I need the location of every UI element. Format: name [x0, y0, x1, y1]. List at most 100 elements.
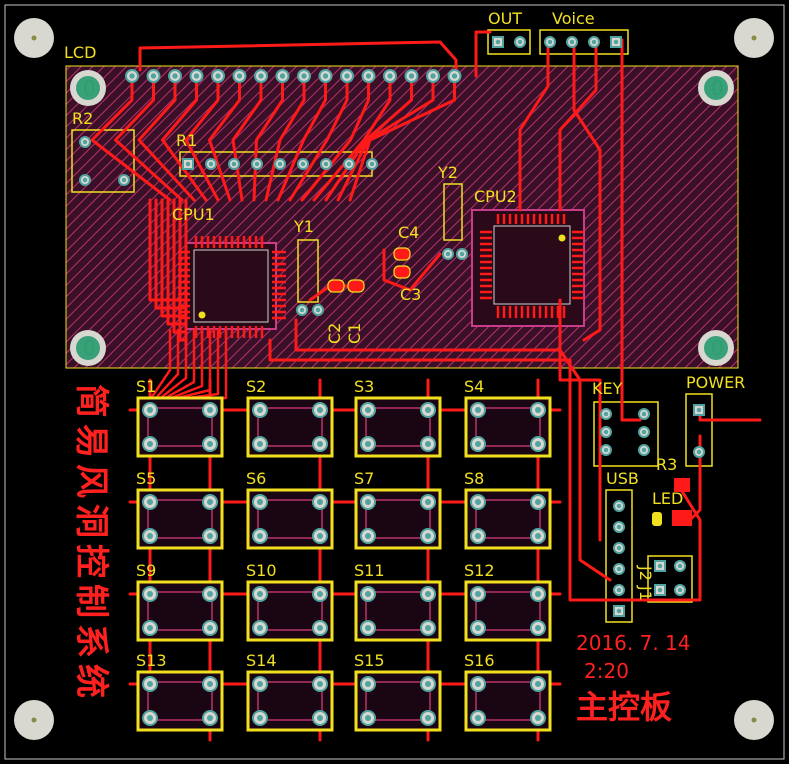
title-vertical: 简易风洞控制系统	[71, 384, 111, 704]
switch-drill	[257, 441, 263, 447]
lcd-mount-ring	[76, 76, 100, 100]
switch-s8: S8	[464, 469, 552, 550]
lcd-mount-ring	[76, 336, 100, 360]
switch-drill	[365, 625, 371, 631]
label-c3: C3	[400, 285, 421, 304]
capacitor-2	[347, 279, 365, 293]
trace	[138, 40, 458, 78]
pad-drill	[236, 73, 243, 79]
annotation-board-name: 主控板	[576, 688, 672, 726]
switch-s5: S5	[136, 469, 224, 550]
switch-drill	[425, 591, 431, 597]
pad-drill	[82, 139, 88, 145]
pad-drill	[613, 39, 619, 45]
pad-drill	[369, 161, 375, 167]
pad-drill	[322, 73, 329, 79]
switch-drill	[317, 591, 323, 597]
switch-drill	[147, 407, 153, 413]
pad-layer	[79, 36, 705, 617]
pad-drill	[408, 73, 415, 79]
switch-label: S12	[464, 561, 495, 580]
switch-s11: S11	[354, 561, 442, 642]
r3-pad	[674, 478, 690, 492]
label-r3: R3	[656, 455, 677, 474]
switch-drill	[365, 591, 371, 597]
label-key: KEY	[592, 379, 623, 398]
switch-drill	[317, 407, 323, 413]
pad-drill	[254, 161, 260, 167]
switch-body	[475, 407, 541, 447]
switch-drill	[535, 407, 541, 413]
y1-outline	[297, 239, 319, 303]
switch-drill	[147, 681, 153, 687]
mounting-hole-center	[751, 35, 757, 41]
switch-s13: S13	[136, 651, 224, 732]
j-outline	[647, 555, 693, 603]
switch-drill	[365, 533, 371, 539]
switch-body	[147, 681, 213, 721]
pad-drill	[616, 524, 622, 530]
switch-label: S8	[464, 469, 484, 488]
switch-drill	[317, 533, 323, 539]
pad-drill	[603, 447, 609, 453]
switch-label: S2	[246, 377, 266, 396]
switch-drill	[147, 533, 153, 539]
trace	[558, 40, 598, 212]
trace	[348, 74, 456, 202]
pad-drill	[616, 545, 622, 551]
switch-body	[147, 499, 213, 539]
usb-outline	[605, 489, 633, 623]
pad-drill	[616, 587, 622, 593]
label-c4: C4	[398, 223, 419, 242]
switch-body	[257, 681, 323, 721]
switch-drill	[257, 533, 263, 539]
switch-label: S1	[136, 377, 156, 396]
pad-drill	[603, 429, 609, 435]
switch-body	[475, 499, 541, 539]
pad-drill	[451, 73, 458, 79]
trace	[336, 74, 435, 202]
trace	[324, 74, 413, 202]
switch-drill	[365, 681, 371, 687]
switch-label: S9	[136, 561, 156, 580]
switch-drill	[365, 715, 371, 721]
pad-drill	[517, 39, 523, 45]
switch-s12: S12	[464, 561, 552, 642]
pad-drill	[193, 73, 200, 79]
switch-drill	[147, 625, 153, 631]
y2-outline	[443, 183, 463, 241]
trace	[608, 486, 702, 602]
switch-body	[257, 407, 323, 447]
switch-drill	[207, 499, 213, 505]
switch-drill	[475, 407, 481, 413]
switch-drill	[207, 625, 213, 631]
switch-drill	[535, 533, 541, 539]
pad-drill	[677, 563, 683, 569]
pad-drill	[677, 587, 683, 593]
pad-drill	[299, 307, 305, 313]
switch-s1: S1	[136, 377, 224, 458]
switch-drill	[535, 591, 541, 597]
switch-s6: S6	[246, 469, 334, 550]
pad-drill	[172, 73, 178, 79]
switch-body	[147, 407, 213, 447]
switch-drill	[207, 533, 213, 539]
label-y1: Y1	[293, 217, 314, 236]
switch-body	[365, 407, 431, 447]
pad-drill	[258, 73, 264, 79]
switch-drill	[317, 715, 323, 721]
trace	[172, 198, 188, 334]
trace	[264, 74, 306, 202]
pad-drill	[185, 161, 191, 167]
switch-drill	[475, 441, 481, 447]
trace	[252, 74, 284, 202]
switch-label: S15	[354, 651, 385, 670]
label-j2: J2	[636, 565, 655, 581]
label-c2: C2	[325, 323, 344, 344]
pad-drill	[459, 251, 465, 257]
switch-label: S13	[136, 651, 167, 670]
pad-drill	[641, 447, 647, 453]
switch-body	[365, 681, 431, 721]
